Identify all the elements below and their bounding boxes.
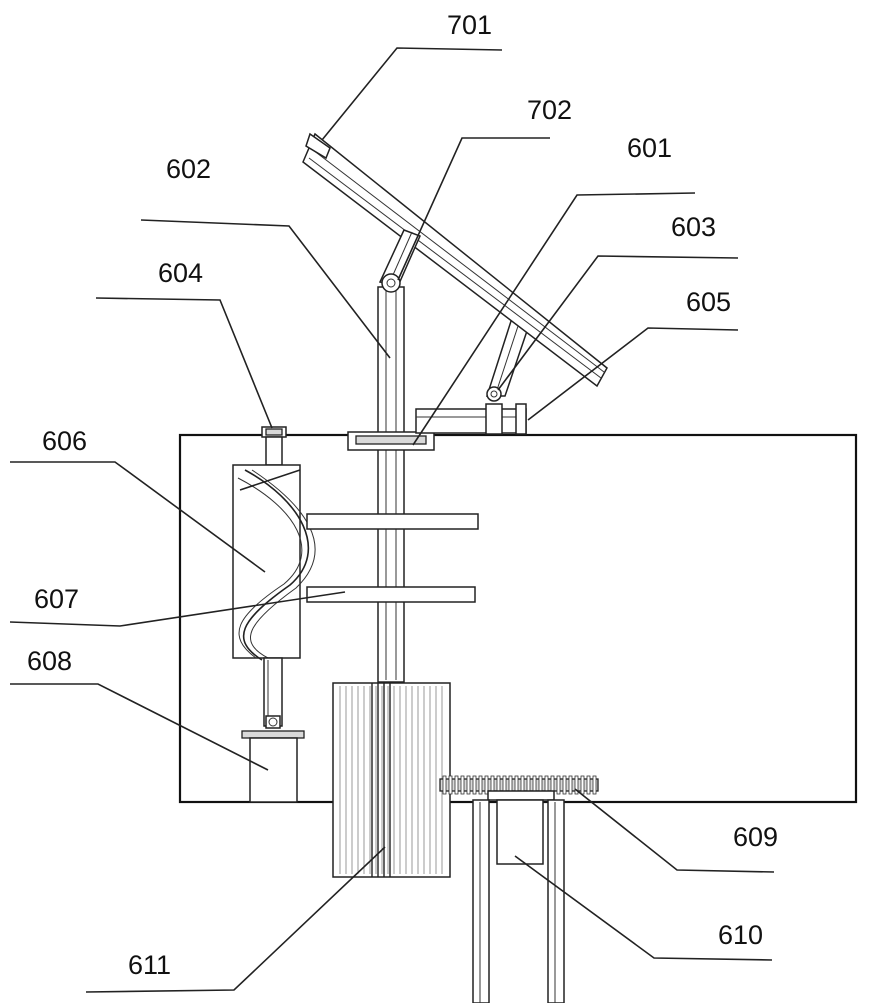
tilted-panel — [302, 132, 608, 388]
label-606: 606 — [42, 426, 87, 456]
label-605: 605 — [686, 287, 731, 317]
label-611: 611 — [128, 950, 171, 980]
label-604: 604 — [158, 258, 203, 288]
upper-arm — [306, 513, 479, 530]
gear-motor — [496, 799, 544, 865]
label-608: 608 — [27, 646, 72, 676]
support-strut — [485, 317, 531, 402]
top-bearing-plate — [347, 431, 435, 451]
bottom-gear — [439, 775, 599, 801]
label-609: 609 — [733, 822, 778, 852]
label-602: 602 — [166, 154, 211, 184]
bottom-motor — [241, 730, 305, 803]
filter-drum — [332, 682, 451, 878]
label-601: 601 — [627, 133, 672, 163]
lower-arm — [306, 586, 476, 603]
callout-labels: 701 702 601 602 603 604 605 606 607 608 … — [27, 10, 778, 980]
label-603: 603 — [671, 212, 716, 242]
support-legs — [472, 799, 565, 1003]
label-701: 701 — [447, 10, 492, 40]
screw-cap — [261, 426, 287, 438]
lower-screw-rod — [263, 657, 283, 729]
slide-bracket — [415, 403, 527, 435]
panel-hinge-arm — [378, 229, 422, 293]
leader-lines — [9, 47, 775, 993]
label-610: 610 — [718, 920, 763, 950]
label-702: 702 — [527, 95, 572, 125]
main-shaft — [377, 286, 405, 683]
label-607: 607 — [34, 584, 79, 614]
